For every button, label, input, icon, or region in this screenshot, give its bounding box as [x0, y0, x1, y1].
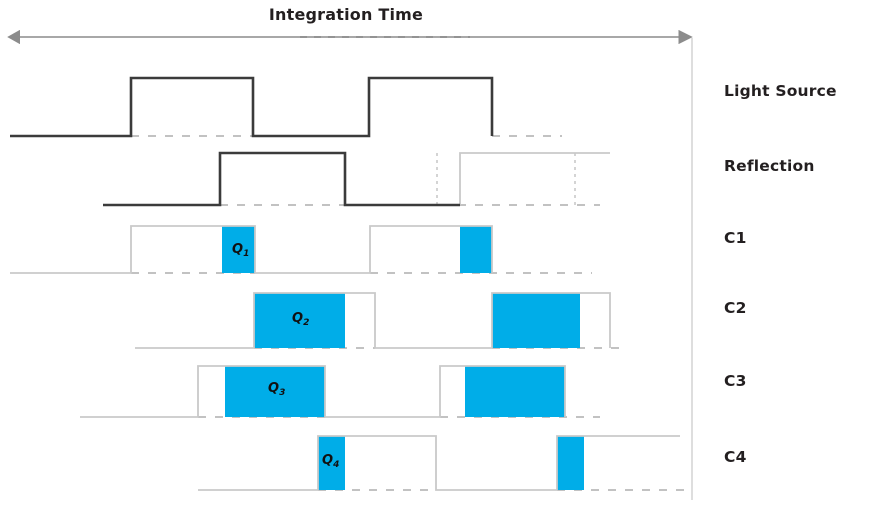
row-label-c1: C1 [724, 229, 747, 247]
diagram-title: Integration Time [268, 5, 424, 24]
waveform-light-source [10, 76, 562, 138]
row-label-c4: C4 [724, 448, 747, 466]
charge-block-q3-a [225, 366, 325, 417]
row-label-c2: C2 [724, 299, 747, 317]
row-label-c3: C3 [724, 372, 747, 390]
charge-block-q2-b [492, 293, 580, 348]
charge-block-q4-b [557, 436, 584, 490]
waveform-c3 [80, 365, 600, 418]
charge-block-q2-a [254, 293, 345, 348]
row-label-light-source: Light Source [724, 82, 837, 100]
waveform-c2 [135, 292, 622, 349]
waveform-c1 [10, 225, 592, 274]
row-label-reflection: Reflection [724, 157, 815, 175]
waveform-reflection [103, 151, 610, 207]
charge-block-q1-b [460, 226, 492, 273]
charge-block-q1-a [222, 226, 255, 273]
waveform-c4 [198, 435, 684, 491]
charge-block-q3-b [465, 366, 565, 417]
charge-block-q4-a [318, 436, 345, 490]
